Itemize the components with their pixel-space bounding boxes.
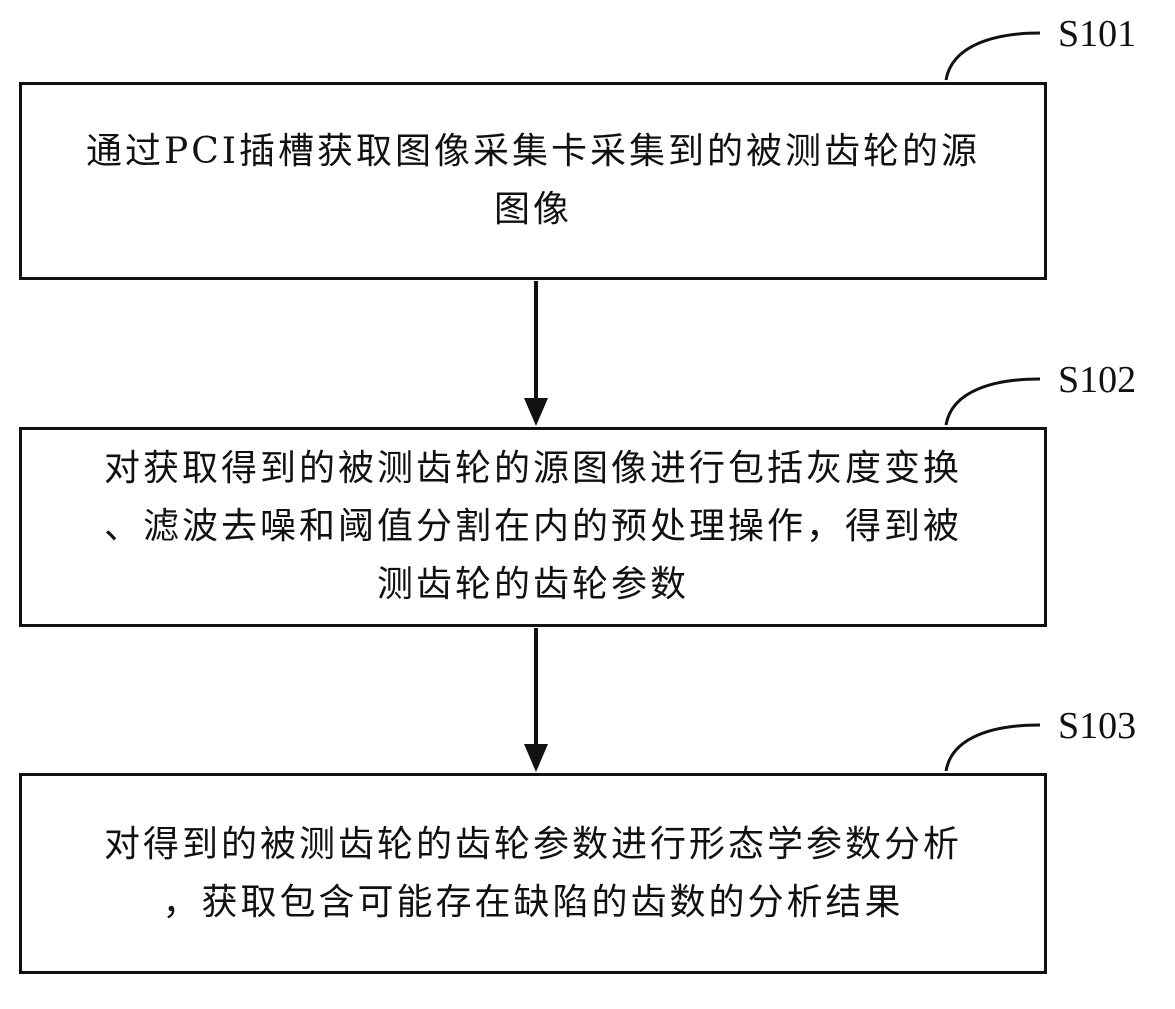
leader-curve-s102 — [946, 379, 1040, 425]
process-text-s103: 对得到的被测齿轮的齿轮参数进行形态学参数分析 ，获取包含可能存在缺陷的齿数的分析… — [104, 816, 962, 932]
leader-curve-s101 — [946, 33, 1040, 80]
leader-curve-s103 — [946, 725, 1040, 771]
step-label-s103: S103 — [1058, 706, 1136, 746]
arrow-head-1 — [524, 398, 548, 426]
process-box-s102: 对获取得到的被测齿轮的源图像进行包括灰度变换 、滤波去噪和阈值分割在内的预处理操… — [19, 427, 1047, 627]
arrow-head-2 — [524, 744, 548, 772]
process-text-s102: 对获取得到的被测齿轮的源图像进行包括灰度变换 、滤波去噪和阈值分割在内的预处理操… — [104, 440, 962, 614]
process-box-s103: 对得到的被测齿轮的齿轮参数进行形态学参数分析 ，获取包含可能存在缺陷的齿数的分析… — [19, 773, 1047, 974]
step-label-s102: S102 — [1058, 360, 1136, 400]
process-text-s101: 通过PCI插槽获取图像采集卡采集到的被测齿轮的源 图像 — [86, 123, 980, 239]
step-label-s101: S101 — [1058, 14, 1136, 54]
process-box-s101: 通过PCI插槽获取图像采集卡采集到的被测齿轮的源 图像 — [19, 82, 1047, 280]
